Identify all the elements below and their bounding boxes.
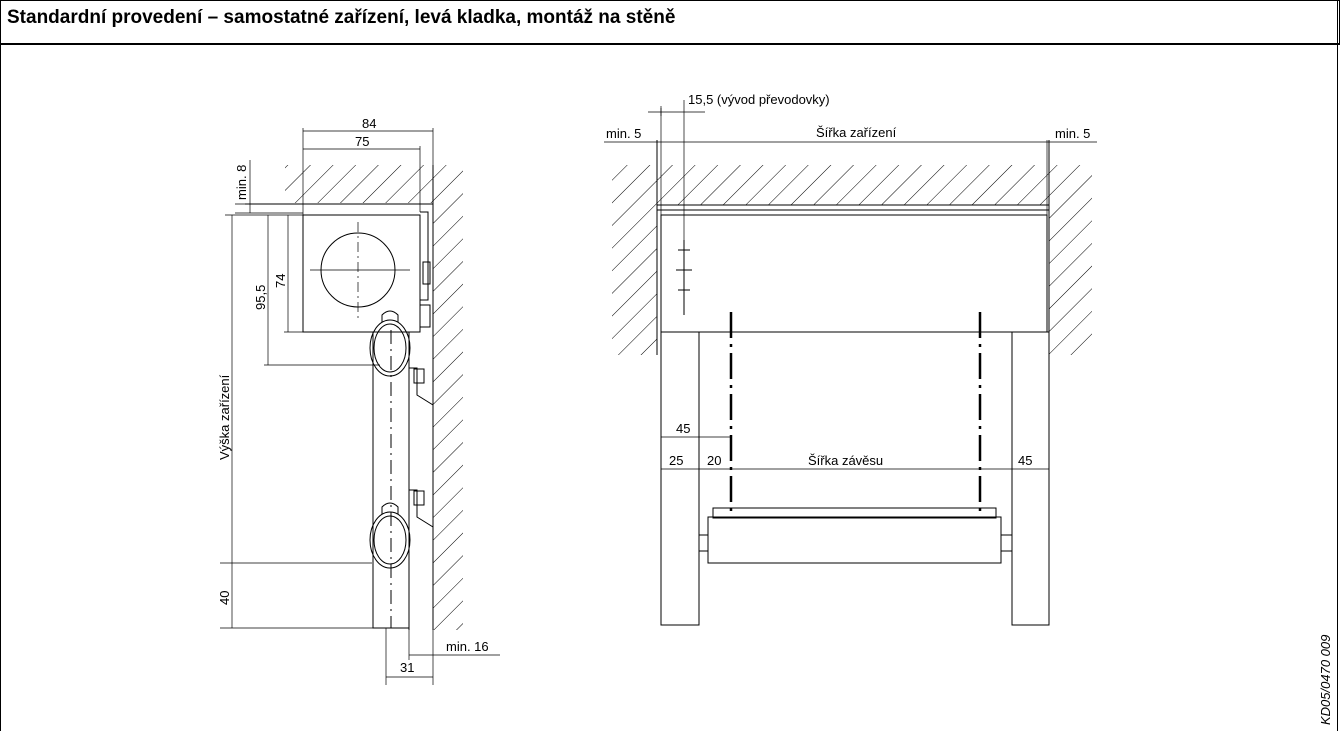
housing-side: [302, 214, 421, 333]
dim-min-16: min. 16: [446, 639, 489, 654]
side-view: 84 75 min. 8 Výška zařízení 95,5 74 40 3…: [217, 116, 500, 685]
ceiling-hatch-right: [657, 165, 1049, 205]
drawing-code: KD05/0470 009: [1318, 635, 1333, 725]
dim-20: 20: [707, 453, 721, 468]
dim-25: 25: [669, 453, 683, 468]
housing-front: [660, 214, 1048, 333]
wall-hatch: [433, 165, 463, 630]
dim-45-right: 45: [1018, 453, 1032, 468]
dim-min-5-left: min. 5: [606, 126, 641, 141]
label-curtain-width: Šířka závěsu: [808, 453, 883, 468]
dim-31: 31: [400, 660, 414, 675]
leg-right: [1011, 331, 1050, 626]
label-device-width: Šířka zařízení: [816, 125, 897, 140]
front-view: 15,5 (vývod převodovky) min. 5 Šířka zař…: [604, 92, 1097, 626]
dim-74: 74: [273, 274, 288, 288]
label-device-height: Výška zařízení: [217, 374, 232, 460]
dim-84: 84: [362, 116, 376, 131]
dim-40: 40: [217, 591, 232, 605]
dim-min-8: min. 8: [234, 165, 249, 200]
dim-45-left: 45: [676, 421, 690, 436]
side-wall-hatch-right: [1049, 165, 1092, 355]
ceiling-hatch-left: [285, 165, 433, 203]
roller-front: [707, 516, 1002, 564]
dim-15-5: 15,5 (vývod převodovky): [688, 92, 830, 107]
dim-95-5: 95,5: [253, 285, 268, 310]
leg-left: [660, 331, 700, 626]
page-title: Standardní provedení – samostatné zaříze…: [7, 7, 676, 28]
dim-min-5-right: min. 5: [1055, 126, 1090, 141]
side-wall-hatch-left: [612, 165, 657, 355]
dim-75: 75: [355, 134, 369, 149]
